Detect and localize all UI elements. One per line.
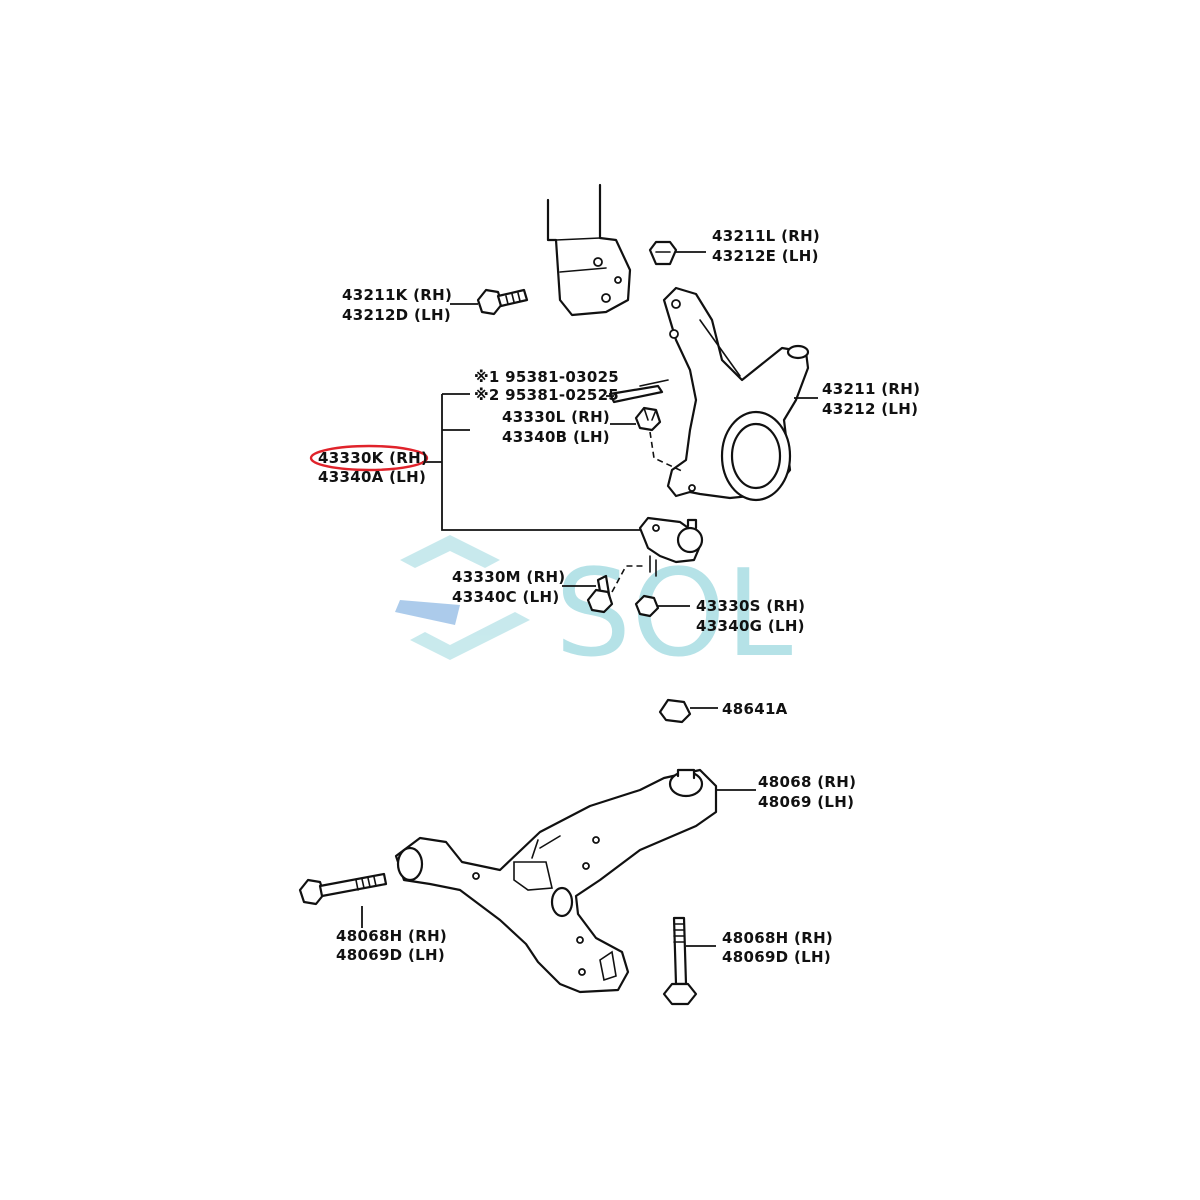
label-43330M: 43330M (RH) — [452, 568, 565, 586]
sol-logo-mark — [395, 535, 530, 660]
label-95381-02525: ※2 95381-02525 — [474, 386, 619, 404]
label-43330L: 43330L (RH) — [502, 408, 610, 426]
bolt-43211K-icon — [476, 288, 529, 316]
label-43211K: 43211K (RH) — [342, 286, 452, 304]
label-43212: 43212 (LH) — [822, 400, 918, 418]
label-43330K: 43330K (RH) — [318, 449, 428, 467]
nut-43211L-icon — [648, 240, 678, 266]
castle-nut-43330L-icon — [634, 406, 662, 432]
label-48641A: 48641A — [722, 700, 788, 718]
label-43211: 43211 (RH) — [822, 380, 920, 398]
label-48069D-right: 48069D (LH) — [722, 948, 831, 966]
label-43211L: 43211L (RH) — [712, 227, 820, 245]
watermark-text: SOL — [555, 545, 793, 684]
label-43340C: 43340C (LH) — [452, 588, 560, 606]
label-48069: 48069 (LH) — [758, 793, 854, 811]
nut-43330S-icon — [634, 594, 660, 618]
label-48068H-left: 48068H (RH) — [336, 927, 447, 945]
highlight-ring-43330K — [309, 444, 429, 472]
label-95381-03025: ※1 95381-03025 — [474, 368, 619, 386]
label-43340A: 43340A (LH) — [318, 468, 426, 486]
bolt-43330M-icon — [586, 574, 614, 614]
label-48068: 48068 (RH) — [758, 773, 856, 791]
label-43340B: 43340B (LH) — [502, 428, 610, 446]
cotter-pin-icon — [608, 379, 669, 404]
sol-watermark: SOL — [395, 535, 793, 684]
label-48068H-right: 48068H (RH) — [722, 929, 833, 947]
steering-knuckle-icon — [662, 286, 810, 502]
label-48069D-left: 48069D (LH) — [336, 946, 445, 964]
nut-48641A-icon — [658, 698, 692, 724]
bolt-48068H-left-icon — [298, 872, 388, 906]
label-43330S: 43330S (RH) — [696, 597, 805, 615]
label-43212D: 43212D (LH) — [342, 306, 451, 324]
label-43212E: 43212E (LH) — [712, 247, 819, 265]
strut-bracket — [546, 183, 632, 317]
ball-joint-icon — [638, 516, 704, 577]
bolt-48068H-right-icon — [662, 916, 698, 1006]
label-43340G: 43340G (LH) — [696, 617, 805, 635]
lower-control-arm-icon — [394, 768, 718, 994]
